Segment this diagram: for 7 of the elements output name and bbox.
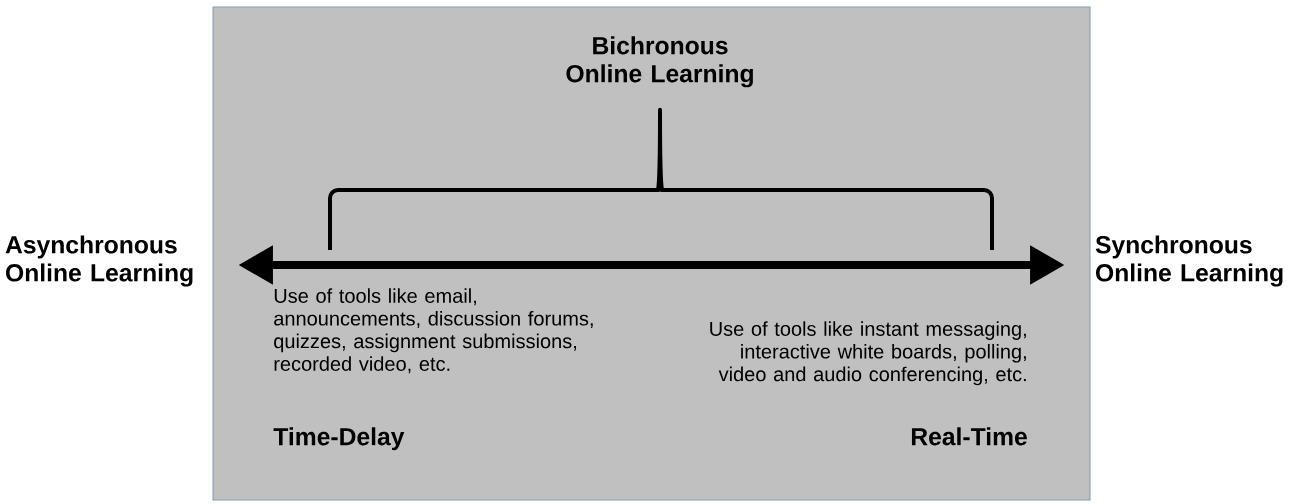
label-text: Real-Time <box>911 427 1027 446</box>
label-text: Time-Delay <box>273 427 405 451</box>
description: Use of tools like email, announcements, discussion forums, quizzes, assignment submissions, recorded video, etc. <box>274 288 593 374</box>
description: Use of tools like instant messaging, interactive white boards, polling, video and audio conferencing, etc. <box>710 321 1026 386</box>
heading: Bichronous Online Learning <box>566 36 753 88</box>
end-label: Asynchronous Online Learning <box>5 235 193 287</box>
end-label: Synchronous Online Learning <box>1095 235 1283 287</box>
